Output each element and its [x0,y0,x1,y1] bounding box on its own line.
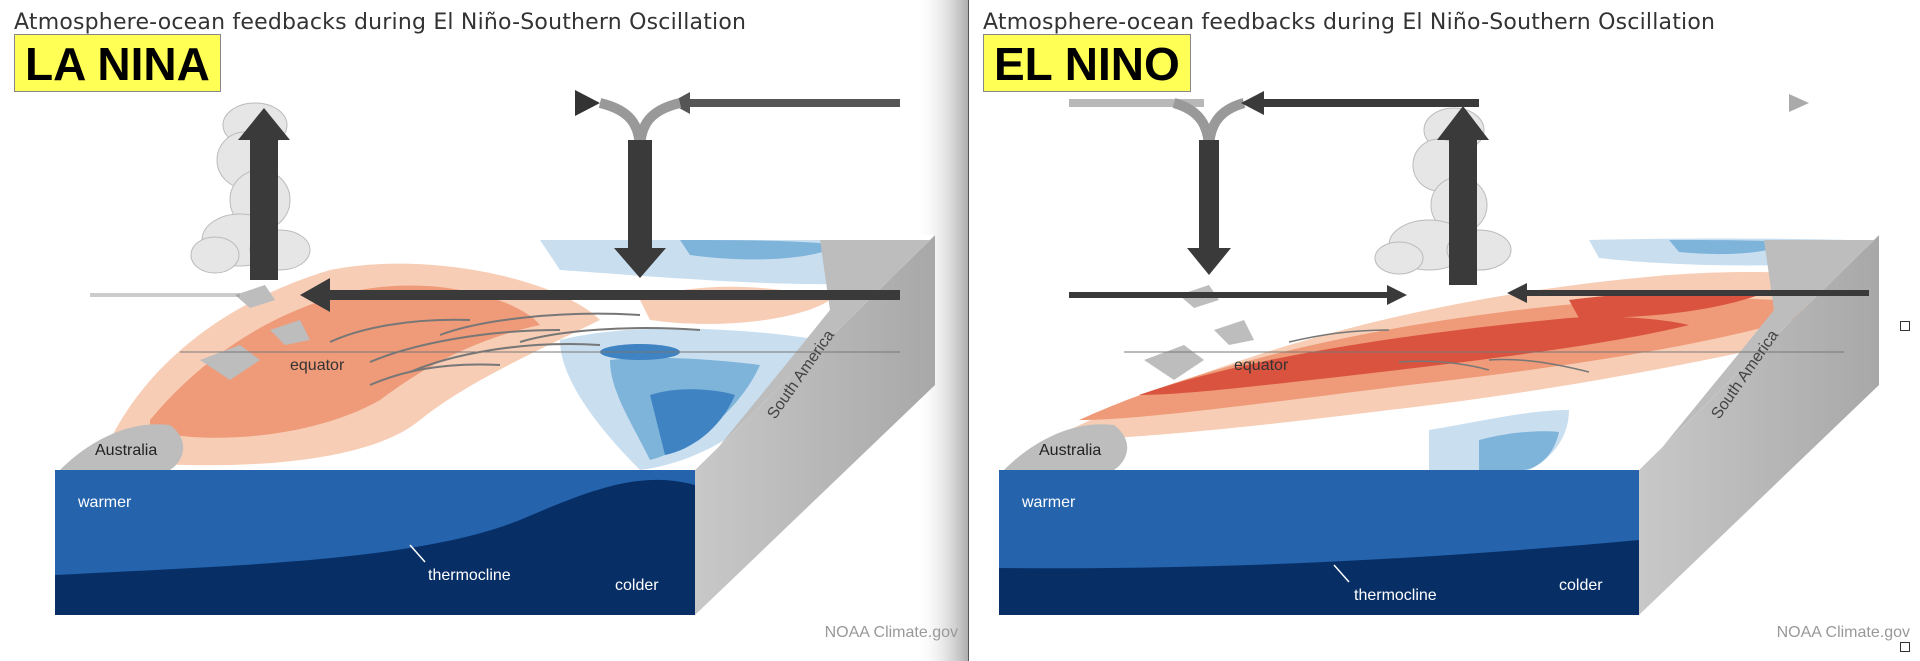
ocean-cross-section [999,470,1639,615]
warmer-label: warmer [1021,494,1076,511]
la-nina-badge: LA NINA [14,34,221,92]
walker-circulation-arrows [90,90,900,312]
la-nina-diagram: equator Australia South America warmer t… [55,0,968,661]
thermocline-pointer [409,544,426,563]
weak-wind-arrows [1288,329,1590,373]
el-nino-panel: Atmosphere-ocean feedbacks during El Niñ… [969,0,1920,661]
walker-circulation-arrows [1069,91,1869,305]
panel-title: Atmosphere-ocean feedbacks during El Niñ… [14,10,747,35]
colder-label: colder [615,577,659,594]
credit-text: NOAA Climate.gov [824,624,958,641]
cold-water-layer [55,479,695,615]
australia-label: Australia [95,442,157,459]
credit-text: NOAA Climate.gov [1776,624,1910,641]
panel-title: Atmosphere-ocean feedbacks during El Niñ… [983,10,1716,35]
resize-handle[interactable] [1900,321,1910,331]
warmer-label: warmer [77,494,132,511]
el-nino-badge: EL NINO [983,34,1191,92]
thermocline-label: thermocline [428,567,511,584]
equator-label: equator [290,357,345,374]
el-nino-diagram: equator Australia South America warmer t… [999,91,1879,615]
resize-handle[interactable] [1900,642,1910,652]
la-nina-panel: Atmosphere-ocean feedbacks during El Niñ… [14,0,969,661]
equator-label: equator [1234,357,1289,374]
box-side-face [695,235,935,615]
cold-water-layer [999,540,1639,615]
colder-label: colder [1559,577,1603,594]
australia-label: Australia [1039,442,1101,459]
trade-wind-arrows [329,312,701,386]
thermocline-pointer [1333,564,1350,583]
ocean-cross-section [55,470,695,615]
thermocline-label: thermocline [1354,587,1437,604]
box-side-face [1639,235,1879,615]
